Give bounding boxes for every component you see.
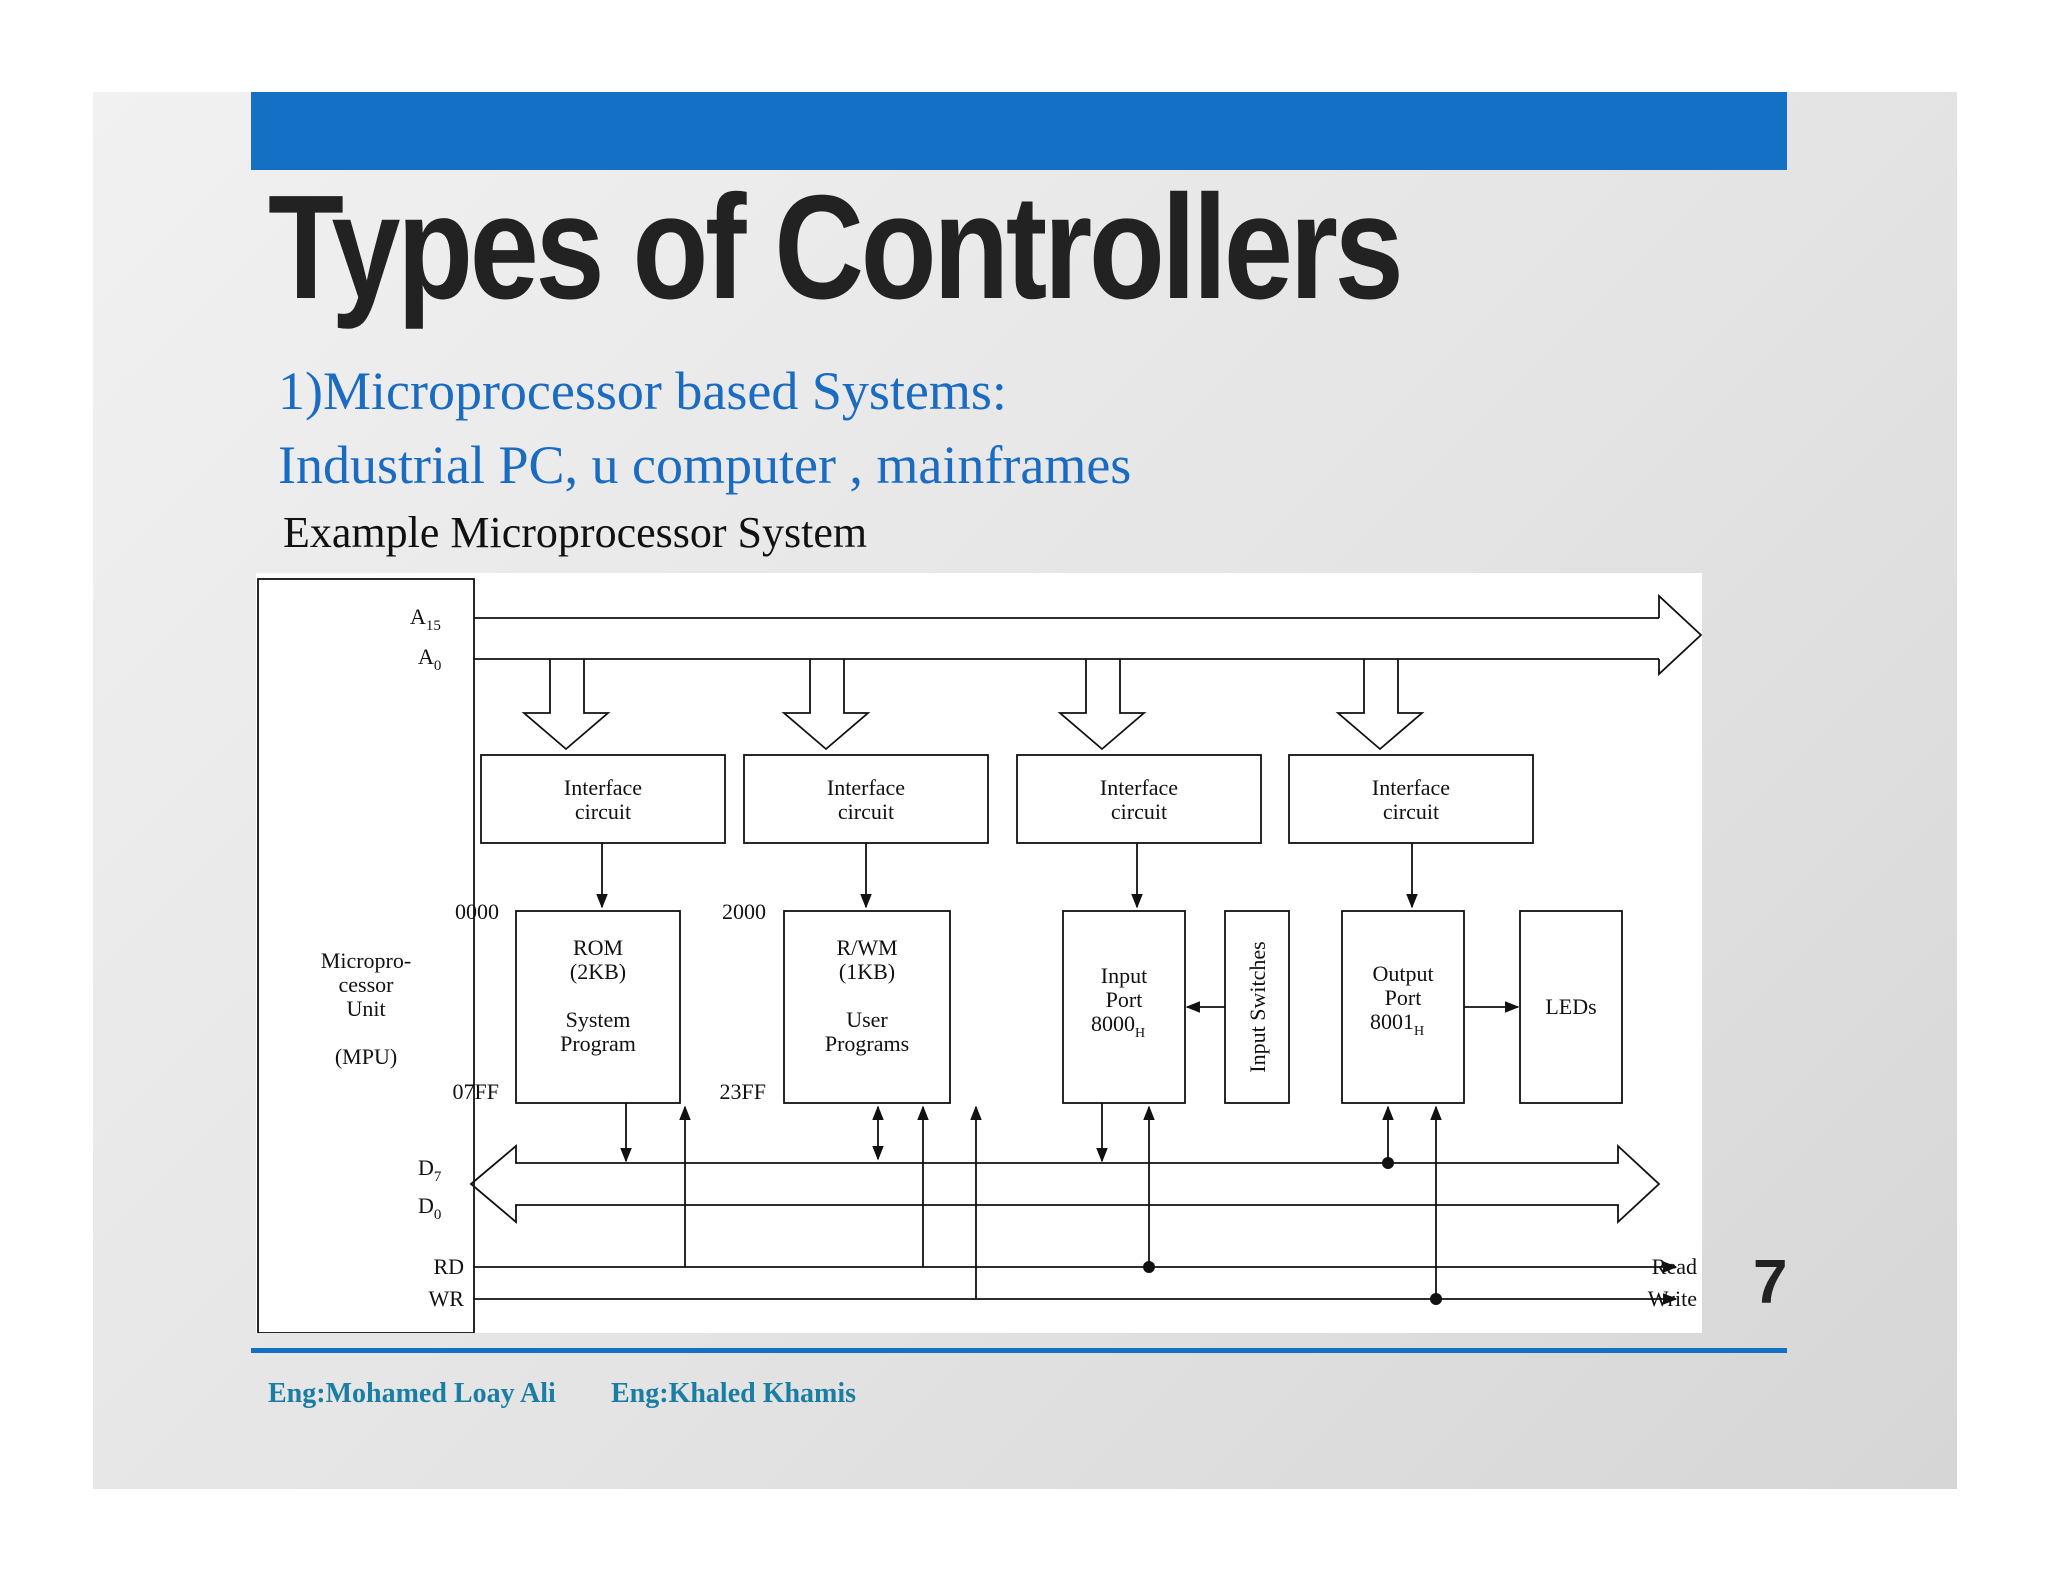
interface-2-line-2: circuit	[838, 799, 894, 824]
ram-line-2: (1KB)	[839, 959, 895, 984]
interface-1-line-2: circuit	[575, 799, 631, 824]
address-tap-2	[781, 659, 871, 751]
ram-start-address: 2000	[722, 899, 766, 924]
write-label: Write	[1648, 1286, 1697, 1311]
interface-2-line-1: Interface	[827, 775, 905, 800]
ram-end-address: 23FF	[720, 1079, 766, 1104]
input-switches-label: Input Switches	[1245, 941, 1270, 1072]
a0-label: A0	[418, 644, 441, 674]
read-label: Read	[1652, 1254, 1697, 1279]
subtitle-line-2: Industrial PC, u computer , mainframes	[278, 435, 1132, 495]
output-port-line-2: Port	[1385, 985, 1422, 1010]
interface-1-line-1: Interface	[564, 775, 642, 800]
address-tap-3	[1057, 659, 1147, 751]
slide: Types of Controllers 1)Microprocessor ba…	[93, 92, 1957, 1489]
slide-title: Types of Controllers	[268, 165, 1404, 330]
rom-start-address: 0000	[455, 899, 499, 924]
ram-line-1: R/WM	[836, 935, 897, 960]
interface-4-line-2: circuit	[1383, 799, 1439, 824]
rom-end-address: 07FF	[453, 1079, 499, 1104]
d0-label: D0	[418, 1193, 441, 1223]
author-2: Eng:Khaled Khamis	[611, 1378, 857, 1409]
output-port-line-1: Output	[1372, 961, 1433, 986]
leds-box	[1519, 910, 1623, 1104]
input-port-box	[1062, 910, 1186, 1104]
address-tap-1	[521, 659, 611, 751]
leds-label: LEDs	[1545, 994, 1596, 1019]
input-port-line-1: Input	[1101, 963, 1147, 988]
rd-label: RD	[433, 1254, 464, 1279]
wr-label: WR	[429, 1286, 465, 1311]
interface-3-line-2: circuit	[1111, 799, 1167, 824]
input-port-address: 8000H	[1091, 1011, 1145, 1041]
subtitle-line-1: 1)Microprocessor based Systems:	[278, 361, 1007, 421]
rom-line-2: (2KB)	[570, 959, 626, 984]
example-label: Example Microprocessor System	[283, 508, 868, 557]
microprocessor-system-diagram: Micropro- cessor Unit (MPU) A15 A0 D7 D0…	[256, 573, 1702, 1333]
output-port-address: 8001H	[1370, 1009, 1424, 1039]
interface-4-line-1: Interface	[1372, 775, 1450, 800]
author-1: Eng:Mohamed Loay Ali	[268, 1378, 556, 1409]
mpu-label-1: Micropro-	[321, 948, 411, 973]
mpu-label-4: (MPU)	[335, 1044, 397, 1069]
address-tap-4	[1335, 659, 1425, 751]
mpu-label-2: cessor	[339, 972, 395, 997]
rom-line-3: System	[566, 1007, 631, 1032]
address-bus-arrow	[474, 593, 1702, 677]
rom-box	[515, 910, 681, 1104]
diagram-svg: Micropro- cessor Unit (MPU) A15 A0 D7 D0…	[257, 578, 1702, 1333]
interface-box-4	[1288, 754, 1534, 844]
page-number: 7	[1753, 1248, 1788, 1317]
footer-rule	[251, 1348, 1787, 1353]
mpu-label-3: Unit	[346, 996, 385, 1021]
interface-box-3	[1016, 754, 1262, 844]
interface-3-line-1: Interface	[1100, 775, 1178, 800]
mpu-box	[257, 578, 475, 1333]
title-accent-bar	[251, 92, 1787, 170]
ram-line-4: Programs	[825, 1031, 909, 1056]
rom-line-1: ROM	[573, 935, 623, 960]
data-bus-arrow	[469, 1143, 1661, 1225]
input-port-line-2: Port	[1106, 987, 1143, 1012]
ram-line-3: User	[846, 1007, 888, 1032]
d7-label: D7	[418, 1155, 442, 1185]
rom-line-4: Program	[560, 1031, 636, 1056]
a15-label: A15	[410, 604, 441, 634]
interface-box-1	[480, 754, 726, 844]
ram-box	[783, 910, 951, 1104]
